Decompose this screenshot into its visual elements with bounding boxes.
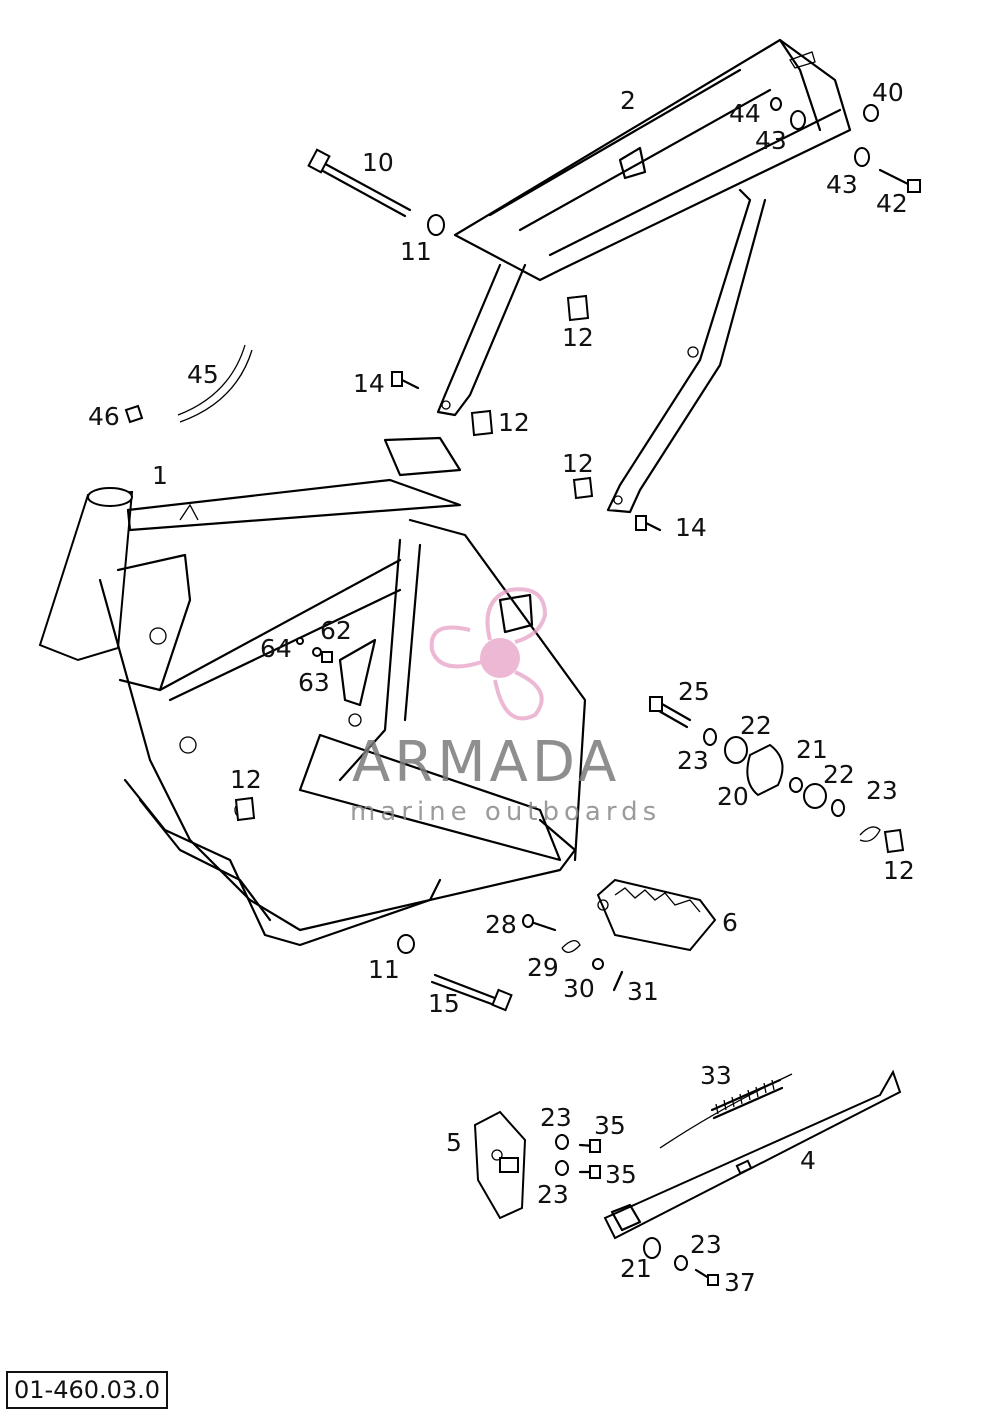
callout-label: 23 <box>677 746 709 775</box>
callout-label: 22 <box>740 711 772 740</box>
callout-label: 5 <box>446 1128 462 1157</box>
callout-label: 23 <box>866 776 898 805</box>
callout-label: 23 <box>537 1180 569 1209</box>
callout-label: 35 <box>605 1160 637 1189</box>
callout-label: 62 <box>320 616 352 645</box>
callout-label: 43 <box>755 126 787 155</box>
callout-label: 11 <box>368 955 400 984</box>
callout-label: 12 <box>883 856 915 885</box>
callout-label: 35 <box>594 1111 626 1140</box>
callout-label: 31 <box>627 977 659 1006</box>
callout-label: 45 <box>187 360 219 389</box>
callout-label: 11 <box>400 237 432 266</box>
callout-label: 29 <box>527 953 559 982</box>
callout-label: 20 <box>717 782 749 811</box>
diagram-reference-code: 01-460.03.0 <box>6 1371 169 1409</box>
watermark-tagline: marine outboards <box>350 797 662 827</box>
watermark-brand: ARMADA <box>352 730 621 795</box>
callout-label: 33 <box>700 1061 732 1090</box>
callout-label: 4 <box>800 1146 816 1175</box>
armada-logo-watermark <box>429 587 548 721</box>
callout-label: 46 <box>88 402 120 431</box>
callout-label: 30 <box>563 974 595 1003</box>
callout-label: 43 <box>826 170 858 199</box>
callout-label: 64 <box>260 634 292 663</box>
callout-label: 12 <box>562 323 594 352</box>
callout-label: 12 <box>230 765 262 794</box>
callout-label: 44 <box>729 99 761 128</box>
side-stand-assembly <box>473 1069 902 1286</box>
callout-label: 63 <box>298 668 330 697</box>
callout-label: 40 <box>872 78 904 107</box>
callout-label: 21 <box>796 735 828 764</box>
callout-label: 25 <box>678 677 710 706</box>
callout-label: 22 <box>823 760 855 789</box>
callout-label: 28 <box>485 910 517 939</box>
subframe <box>436 38 852 514</box>
callout-label: 2 <box>620 86 636 115</box>
callout-label: 23 <box>540 1103 572 1132</box>
callout-label: 21 <box>620 1254 652 1283</box>
callout-label: 15 <box>428 989 460 1018</box>
callout-label: 37 <box>724 1268 756 1297</box>
callout-label: 12 <box>498 408 530 437</box>
callout-label: 42 <box>876 189 908 218</box>
callout-label: 14 <box>675 513 707 542</box>
footrest <box>596 878 717 952</box>
callout-label: 6 <box>722 908 738 937</box>
hardware <box>124 97 921 1012</box>
callout-label: 23 <box>690 1230 722 1259</box>
callout-label: 1 <box>152 461 168 490</box>
callout-label: 10 <box>362 148 394 177</box>
callout-label: 14 <box>353 369 385 398</box>
callout-label: 12 <box>562 449 594 478</box>
